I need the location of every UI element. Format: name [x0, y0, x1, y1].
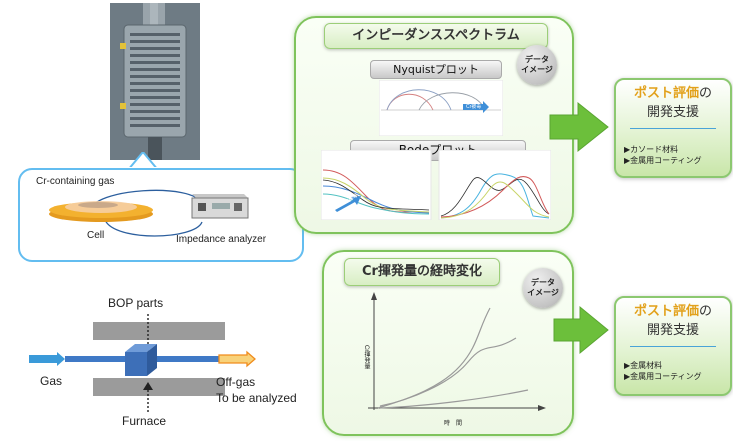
bode-plots	[321, 150, 551, 220]
data-image-badge: データ イメージ	[523, 268, 563, 308]
post-eval-title: ポスト評価の	[616, 85, 730, 103]
impedance-title: インピーダンススペクトラム	[324, 23, 548, 49]
impedance-analyzer-icon	[191, 194, 249, 219]
cr-evolution-chart	[368, 292, 546, 411]
post-eval-suffix: の	[699, 304, 713, 319]
post-eval-box-bottom: ポスト評価の 開発支援 ▶金属材料 ▶金属用コーティング	[614, 296, 732, 396]
badge-line2: イメージ	[527, 288, 559, 297]
badge-line1: データ	[531, 278, 555, 287]
to-be-analyzed-label: To be analyzed	[216, 391, 297, 405]
furnace-diagram	[29, 314, 256, 412]
cr-gas-label: Cr-containing gas	[36, 176, 115, 187]
cr-evolution-title: Cr揮発量の経時変化	[344, 258, 500, 286]
badge-line1: データ	[525, 55, 549, 64]
furnace-photo-drawing	[110, 3, 200, 160]
post-eval-line2: 開発支援	[646, 105, 699, 120]
list-item: ▶金属材料	[624, 361, 663, 370]
bop-parts-label: BOP parts	[108, 296, 164, 310]
cell-label: Cell	[87, 230, 105, 241]
badge-line2: イメージ	[521, 65, 553, 74]
nyquist-plot	[379, 80, 503, 136]
list-item: ▶金属用コーティング	[624, 372, 702, 381]
post-eval-item-list: ▶金属材料 ▶金属用コーティング	[624, 360, 702, 382]
furnace-label: Furnace	[122, 414, 167, 428]
post-eval-item-list: ▶カソード材料 ▶金属用コーティング	[624, 144, 702, 166]
list-item: ▶カソード材料	[624, 145, 679, 154]
setup-callout: Cr-containing gas Cell Impedance analyze…	[18, 168, 304, 262]
data-image-badge: データ イメージ	[517, 45, 557, 85]
x-axis-label: 時 間	[444, 421, 463, 427]
nyquist-arrow-label: Cr被毒	[466, 104, 482, 110]
nyquist-label: Nyquistプロット	[370, 60, 502, 79]
analyzer-label: Impedance analyzer	[176, 234, 267, 245]
post-eval-highlight: ポスト評価	[633, 304, 699, 319]
green-arrow-bottom	[553, 305, 609, 355]
offgas-label: Off-gas	[216, 375, 256, 389]
divider	[630, 128, 716, 129]
green-arrow-top	[549, 101, 609, 153]
y-axis-label: Cr揮発量	[363, 345, 369, 370]
furnace-photo	[110, 3, 200, 160]
list-item: ▶金属用コーティング	[624, 156, 702, 165]
gas-label: Gas	[40, 374, 63, 388]
post-eval-line2: 開発支援	[646, 323, 699, 338]
post-eval-title: ポスト評価の	[616, 303, 730, 321]
cell-disc-icon	[49, 201, 153, 222]
post-eval-box-top: ポスト評価の 開発支援 ▶カソード材料 ▶金属用コーティング	[614, 78, 732, 178]
post-eval-highlight: ポスト評価	[633, 86, 699, 101]
post-eval-suffix: の	[699, 86, 713, 101]
divider	[630, 346, 716, 347]
